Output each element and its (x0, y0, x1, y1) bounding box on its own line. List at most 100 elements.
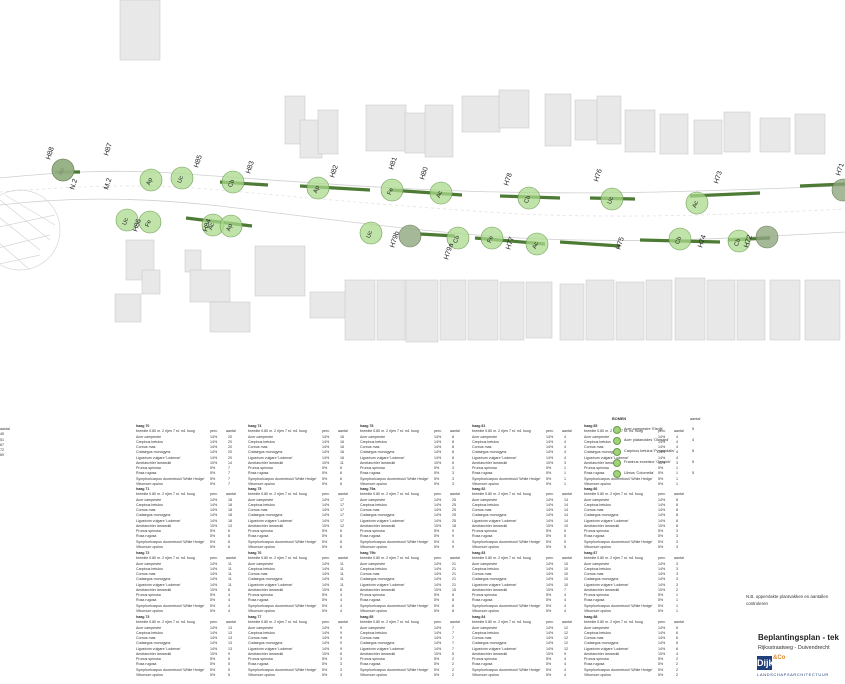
hedge-spec: breedte 0.80 m. 2 rijen 7 st. m1 hoog (472, 492, 531, 497)
species-percentage: 14% (546, 630, 554, 635)
species-name: Symphoricarpos doorenbosii 'White Hedge' (472, 539, 541, 544)
species-name: Crataegus monogyna (136, 577, 171, 582)
species-name: Prunus spinosa (136, 529, 161, 533)
species-quantity: 3 (340, 667, 342, 672)
tree-code-label: Ac (692, 200, 700, 209)
species-quantity: 3 (452, 481, 454, 486)
species-percentage: 5% (658, 672, 664, 677)
species-quantity: 14 (228, 460, 232, 465)
hedge-title: haag 82 (472, 487, 486, 491)
species-percentage: 5% (434, 608, 440, 613)
legend-item-count: 5 (692, 449, 695, 453)
species-percentage: 5% (546, 544, 552, 549)
species-name: Acer campestre (472, 434, 498, 439)
hedge-spec: breedte 0.80 m. 2 rijen 7 st. m1 hoog (472, 620, 531, 625)
tree-code-label: Fe (387, 187, 395, 196)
hedge-spec: breedte 0.80 m. 2 rijen 7 st. m1 hoog (584, 620, 643, 625)
species-percentage: 14% (210, 508, 218, 512)
species-percentage: 5% (546, 481, 552, 486)
species-quantity: 4 (340, 608, 342, 613)
species-name: Amelanchier lamarckii (360, 460, 396, 465)
species-name: Rosa rugosa (248, 598, 269, 603)
species-name: Viburnum opulus (136, 481, 163, 486)
col-header-perc: perc. (434, 620, 442, 625)
species-quantity: 7 (228, 471, 230, 476)
species-name: Amelanchier lamarckii (360, 651, 396, 656)
hedge-label: H71 (835, 162, 845, 176)
legend-item-label: Fraxinus excelsior 'Geesink' (624, 460, 672, 464)
tree-symbol-icon (613, 470, 621, 478)
species-name: Acer campestre (360, 561, 386, 566)
species-quantity: 25 (452, 497, 456, 502)
col-header-perc: perc. (546, 429, 554, 434)
hedge-title: haag 88 (584, 615, 598, 619)
tree-symbol (219, 214, 243, 238)
table-row: Symphoricarpos doorenbosii 'White Hedge'… (360, 540, 465, 545)
logo-mark: Dijk (757, 656, 774, 670)
species-name: Carpinus betulus (472, 502, 499, 507)
species-name: Symphoricarpos doorenbosii 'White Hedge' (584, 476, 653, 481)
species-percentage: 5% (546, 667, 552, 672)
legend-item: Acer campestre 'Elsrijk'5 (612, 425, 702, 436)
species-name: Acer campestre (136, 434, 162, 439)
species-percentage: 14% (434, 502, 442, 507)
hedge-spec: breedte 0.80 m. 2 rijen 7 st. m1 hoog (584, 492, 643, 497)
species-name: Cornus mas (136, 508, 156, 512)
species-percentage: 14% (658, 572, 666, 576)
tree-code-label: Ac (208, 222, 216, 231)
species-name: Carpinus betulus (360, 439, 387, 444)
species-percentage: 5% (658, 471, 664, 476)
hedge-table-title: haag 82 (472, 487, 577, 492)
species-name: Ligustrum vulgare 'Lodense' (136, 582, 181, 587)
hedge-label: H75 (615, 236, 626, 250)
species-percentage: 5% (658, 608, 664, 613)
species-quantity: 6 (340, 466, 342, 470)
species-name: Ligustrum vulgare 'Lodense' (360, 518, 405, 523)
species-percentage: 14% (546, 450, 554, 455)
species-quantity: 7 (228, 481, 230, 486)
hedge-spec: breedte 0.80 m. 2 rijen 7 st. m1 hoog (248, 492, 307, 497)
left-count-column: aantal 45 51 67 72 69 (0, 427, 10, 459)
species-name: Amelanchier lamarckii (136, 460, 172, 465)
species-quantity: 18 (228, 518, 232, 523)
species-quantity: 4 (564, 593, 566, 597)
species-quantity: 11 (228, 577, 232, 582)
species-quantity: 12 (564, 641, 568, 646)
species-name: Cornus mas (584, 508, 604, 512)
species-percentage: 14% (322, 646, 330, 651)
species-quantity: 6 (340, 544, 342, 549)
species-name: Crataegus monogyna (472, 577, 507, 582)
hedge-title: haag 85 (360, 615, 374, 619)
species-percentage: 14% (210, 513, 218, 518)
tree-symbol (115, 208, 139, 232)
tree-code-label: Ap (146, 177, 154, 187)
col-header-aantal: aantal (450, 620, 460, 625)
species-name: Cornus mas (136, 572, 156, 576)
species-name: Ligustrum vulgare 'Lodense' (584, 646, 629, 651)
species-name: Crataegus monogyna (136, 513, 171, 518)
species-name: Rosa rugosa (584, 598, 605, 603)
hedge-title: haag 75 (248, 487, 262, 491)
existing-tree-symbol (51, 158, 75, 182)
species-percentage: 5% (658, 481, 664, 486)
species-percentage: 5% (434, 603, 440, 608)
species-quantity: 6 (676, 630, 678, 635)
species-quantity: 5 (564, 539, 566, 544)
